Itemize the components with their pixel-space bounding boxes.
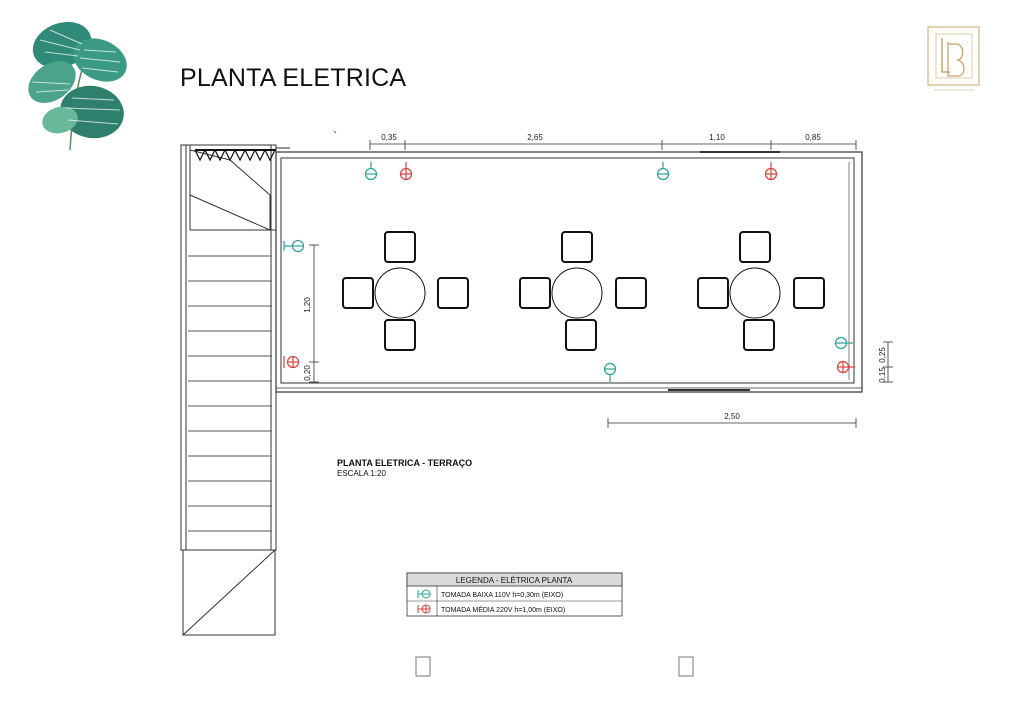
dimension-label: 0,35 <box>381 133 397 142</box>
table-set <box>519 231 647 351</box>
legend-item-label: TOMADA MÉDIA 220V h=1,00m (EIXO) <box>441 605 565 614</box>
mid-outlet-icon <box>399 162 413 181</box>
legend-item-label: TOMADA BAIXA 110V h=0,30m (EIXO) <box>441 592 563 599</box>
monstera-leaf-icon <box>28 21 127 151</box>
dimension-lines <box>309 130 893 428</box>
stair-rail <box>194 148 276 162</box>
dimension-label: 0,15 <box>878 367 887 383</box>
low-outlet-icon <box>364 162 378 181</box>
low-outlet-icon <box>283 239 305 253</box>
mid-outlet-icon <box>836 360 855 374</box>
mid-outlet-icon <box>417 604 431 614</box>
mid-outlet-icon <box>283 355 300 369</box>
legend-title: LEGENDA - ELÉTRICA PLANTA <box>456 576 573 585</box>
dimension-label: 0,20 <box>303 365 312 381</box>
dimension-label: 1,10 <box>709 133 725 142</box>
low-outlet-icon <box>834 336 853 350</box>
dimension-label: 2,50 <box>724 412 740 421</box>
terrace-walls <box>275 151 863 393</box>
plan-name: PLANTA ELETRICA - TERRAÇO <box>337 458 472 468</box>
plan-scale: ESCALA 1:20 <box>337 469 386 478</box>
legend: LEGENDA - ELÉTRICA PLANTA TOMADA BAIXA 1… <box>406 572 623 617</box>
low-outlet-icon <box>417 589 431 599</box>
table-set <box>697 231 825 351</box>
page-marker <box>678 656 694 677</box>
table-set <box>342 231 469 351</box>
mid-outlet-icon <box>764 162 778 181</box>
page-title: PLANTA ELETRICA <box>180 64 407 92</box>
dimension-label: 2,65 <box>527 133 543 142</box>
dimension-label: 1,20 <box>303 297 312 313</box>
dimension-label: 0,85 <box>805 133 821 142</box>
page-marker <box>415 656 431 677</box>
staircase <box>180 144 290 636</box>
brand-logo <box>927 26 980 91</box>
low-outlet-icon <box>603 362 617 382</box>
dimension-label: 0,25 <box>878 347 887 363</box>
low-outlet-icon <box>656 162 670 181</box>
